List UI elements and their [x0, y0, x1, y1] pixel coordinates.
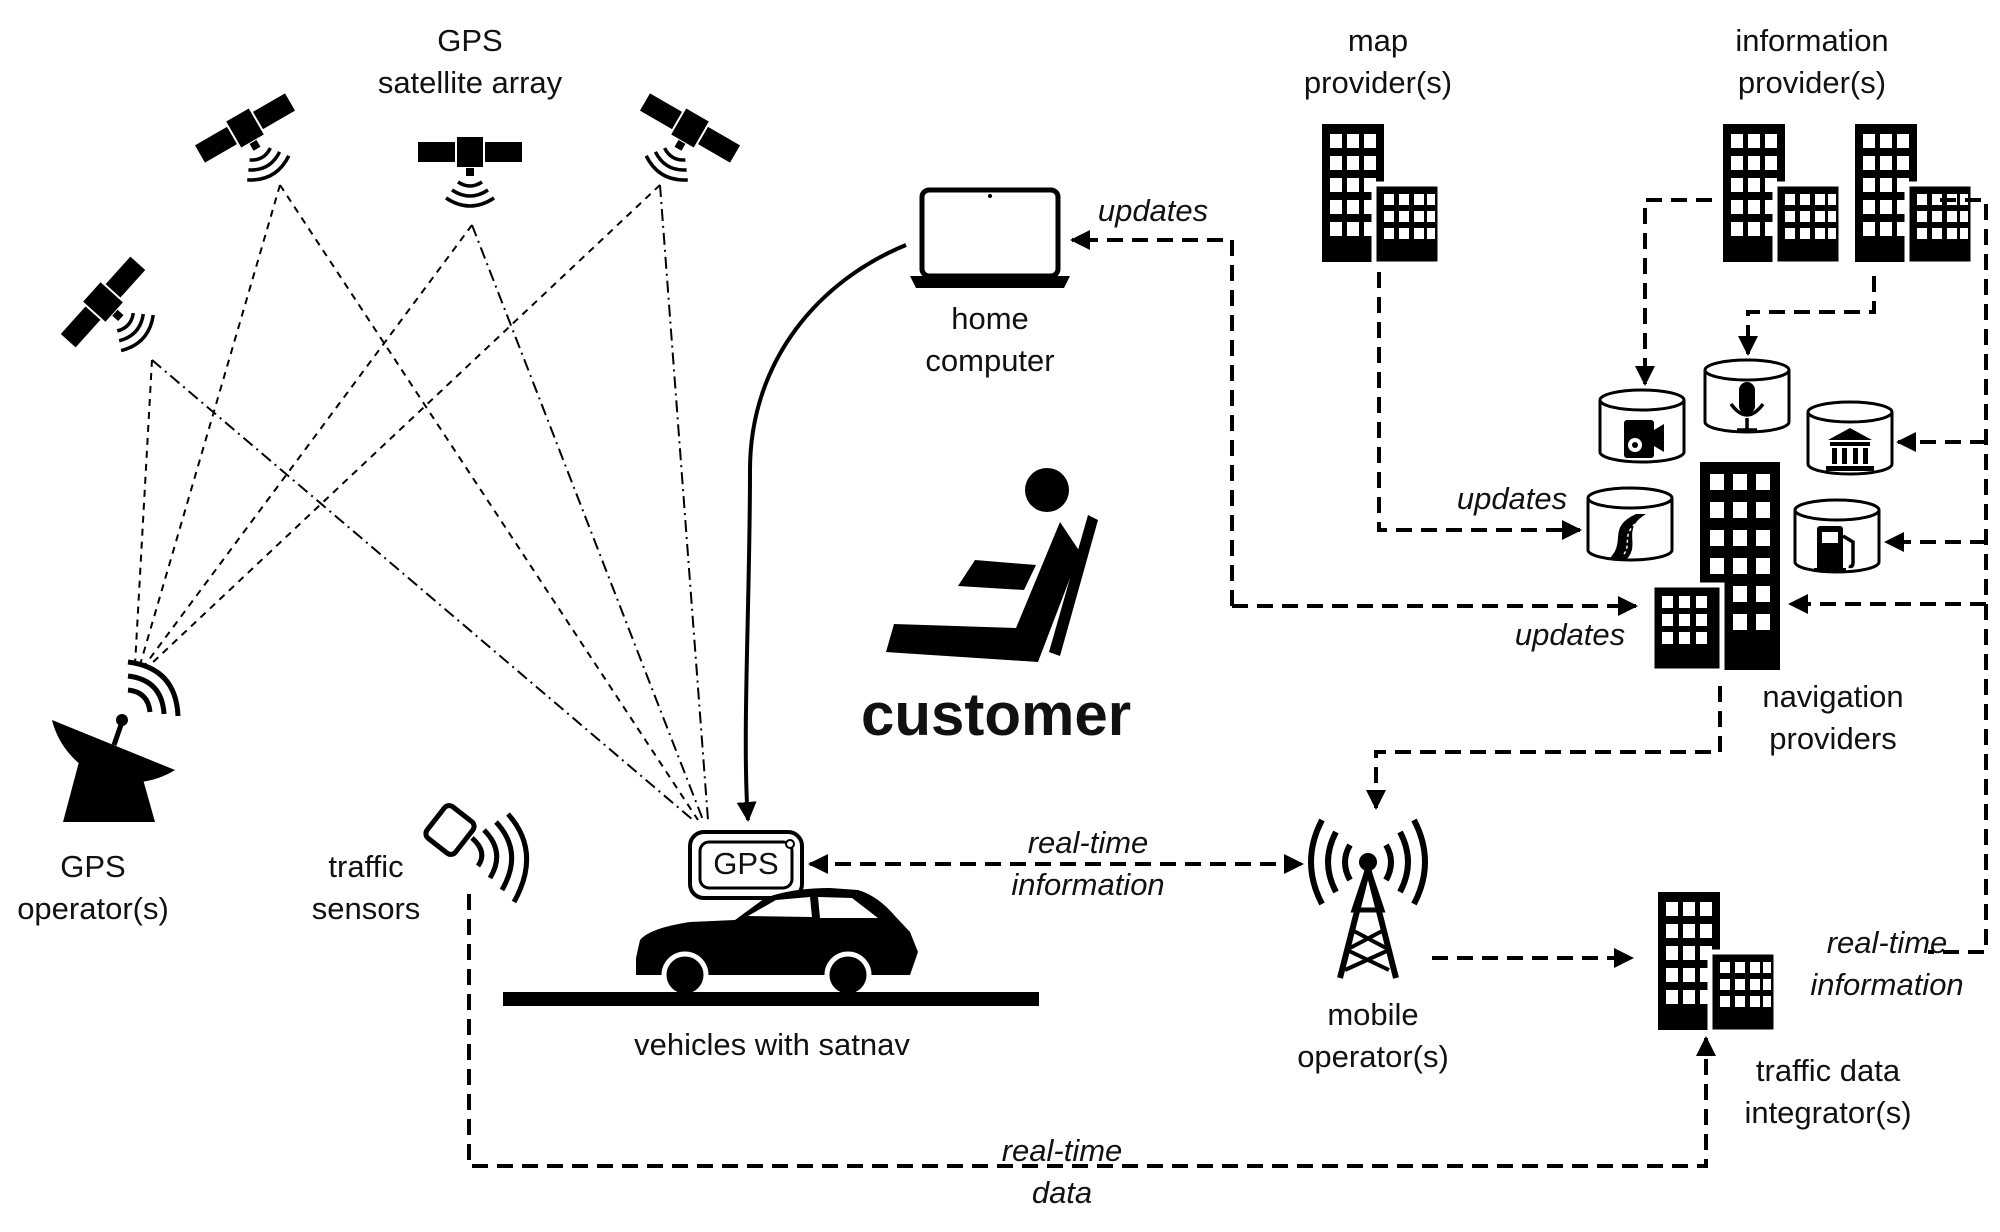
computer-to-gps-cable — [736, 243, 907, 822]
realtime-information-integrator-label: real-time information — [1810, 925, 1964, 1002]
mobile-operator-label: mobile operator(s) — [1297, 997, 1449, 1074]
traffic-sensor-icon — [423, 803, 530, 904]
office-building-icon — [1723, 124, 1841, 264]
office-building-icon — [1322, 124, 1440, 264]
seated-person-icon — [886, 468, 1098, 662]
road-icon — [1586, 486, 1674, 562]
traffic-sensors-label: traffic sensors — [311, 849, 421, 926]
road-line — [503, 992, 1039, 1006]
vehicles-label: vehicles with satnav — [634, 1027, 910, 1062]
updates-computer-edge-label: updates — [1097, 193, 1209, 228]
gps-operator-label: GPS operator(s) — [17, 849, 169, 926]
car-icon — [636, 888, 918, 999]
updates-nav-edge-label: updates — [1514, 617, 1626, 652]
navigation-providers-label: navigation providers — [1762, 679, 1904, 756]
dashed-flow-arrows — [467, 198, 1988, 1168]
information-provider-label: information provider(s) — [1735, 23, 1889, 100]
microphone-icon — [1703, 358, 1791, 434]
office-building-icon — [1658, 892, 1776, 1032]
laptop-icon — [910, 187, 1070, 288]
gps-device-icon — [688, 830, 804, 900]
realtime-information-car-label: real-time information — [1011, 825, 1165, 902]
map-provider-label: map provider(s) — [1303, 23, 1453, 100]
speed-camera-icon — [1598, 388, 1686, 464]
fuel-pump-icon — [1793, 498, 1881, 574]
bank-icon — [1806, 400, 1894, 476]
gps-device-label: GPS — [713, 846, 779, 881]
home-computer-label: home computer — [925, 301, 1055, 378]
traffic-data-integrator-label: traffic data integrator(s) — [1744, 1053, 1912, 1130]
satellite-icon — [190, 86, 319, 203]
satellite-icon — [616, 86, 745, 203]
customer-label: customer — [860, 681, 1132, 748]
satellite-dish-icon — [52, 659, 181, 822]
gps-satellite-array-label: GPS satellite array — [377, 23, 563, 100]
satellite-icon — [54, 250, 180, 379]
satellite-signal-lines — [134, 184, 709, 821]
satellite-icon — [416, 134, 524, 208]
updates-map-edge-label: updates — [1456, 481, 1568, 516]
realtime-data-label: real-time data — [1001, 1133, 1123, 1210]
office-building-icon — [1649, 462, 1780, 674]
office-building-icon — [1855, 124, 1973, 264]
cell-tower-icon — [1308, 818, 1428, 979]
